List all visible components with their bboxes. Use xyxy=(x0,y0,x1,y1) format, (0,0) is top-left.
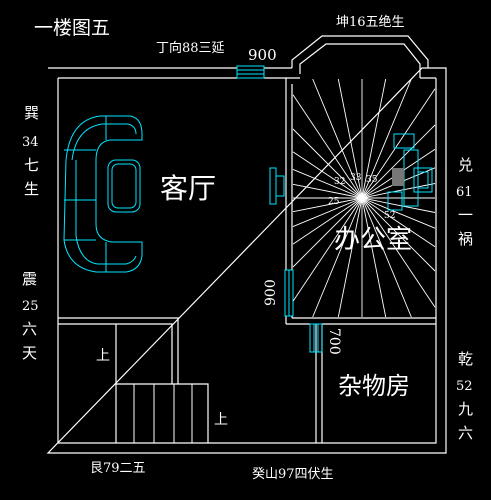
direction-right-upper: 兑 61 一 祸 xyxy=(456,156,473,248)
compass-ray xyxy=(361,197,436,213)
stair-up-label-right: 上 xyxy=(214,412,228,428)
svg-text:七: 七 xyxy=(24,156,39,174)
compass-ray xyxy=(361,78,387,199)
compass-number-33: 33 xyxy=(350,173,362,183)
compass-ray xyxy=(361,183,436,199)
svg-text:25: 25 xyxy=(22,299,39,314)
office-desk-icon xyxy=(387,133,433,211)
compass-number-32: 32 xyxy=(334,177,345,187)
compass-ray xyxy=(292,168,363,199)
svg-text:九: 九 xyxy=(458,400,473,418)
compass-ray xyxy=(292,151,363,199)
stair-treads xyxy=(133,384,193,443)
office-door xyxy=(284,269,294,317)
left-door-dimension: 900 xyxy=(263,279,279,306)
direction-bottom-left: 艮79二五 xyxy=(90,461,146,476)
svg-text:34: 34 xyxy=(22,135,39,150)
compass-ray xyxy=(361,197,436,272)
direction-top-left: 丁向88三延 xyxy=(156,40,225,56)
compass-ray xyxy=(312,197,363,318)
compass-rose xyxy=(292,78,436,318)
compass-number-52: 52 xyxy=(384,211,395,221)
outer-walls xyxy=(46,35,447,454)
svg-text:天: 天 xyxy=(22,344,37,362)
top-door-dimension: 900 xyxy=(248,46,277,64)
compass-number-35: 35 xyxy=(366,175,378,185)
compass-ray xyxy=(361,197,436,308)
compass-numbers: 32 33 35 25 52 xyxy=(328,173,395,221)
compass-ray xyxy=(292,197,363,213)
storage-door xyxy=(309,323,323,353)
direction-left-lower: 震 25 六 天 xyxy=(22,270,39,362)
compass-ray xyxy=(361,88,436,199)
compass-ray xyxy=(292,197,363,268)
compass-ray xyxy=(312,78,363,199)
compass-ray xyxy=(292,197,363,302)
compass-ray xyxy=(337,197,363,318)
compass-ray xyxy=(292,128,363,199)
compass-ray xyxy=(292,197,363,228)
direction-left-upper: 巽 34 七 生 xyxy=(22,104,39,198)
compass-ray xyxy=(361,78,412,199)
direction-top-right: 坤16五绝生 xyxy=(336,14,405,30)
svg-text:祸: 祸 xyxy=(458,230,473,248)
svg-text:六: 六 xyxy=(22,320,37,338)
compass-ray xyxy=(361,197,387,318)
compass-ray xyxy=(292,197,363,245)
svg-text:六: 六 xyxy=(458,424,473,442)
svg-text:乾: 乾 xyxy=(458,350,473,368)
svg-text:巽: 巽 xyxy=(24,104,39,122)
svg-text:61: 61 xyxy=(456,185,473,200)
room-storage-label: 杂物房 xyxy=(338,372,410,400)
svg-text:震: 震 xyxy=(22,270,37,288)
compass-ray xyxy=(361,197,412,318)
interior-walls xyxy=(58,84,436,443)
compass-ray xyxy=(337,78,363,199)
office-chair-icon xyxy=(392,168,404,186)
svg-text:兑: 兑 xyxy=(458,156,473,174)
svg-text:生: 生 xyxy=(24,180,39,198)
tv-cabinet-icon xyxy=(269,167,285,205)
compass-ray xyxy=(361,124,436,199)
sofa-icon xyxy=(63,115,143,273)
stair-up-label-left: 上 xyxy=(96,348,110,364)
svg-text:一: 一 xyxy=(458,206,473,224)
compass-ray xyxy=(292,94,363,199)
drawing-title: 一楼图五 xyxy=(34,17,110,39)
top-door xyxy=(236,65,265,79)
direction-bottom-center: 癸山97四伏生 xyxy=(252,467,334,482)
direction-right-lower: 乾 52 九 六 xyxy=(456,350,473,442)
storage-door-dimension: 700 xyxy=(326,328,342,355)
room-living-label: 客厅 xyxy=(160,172,216,205)
compass-ray xyxy=(361,197,436,229)
compass-ray xyxy=(292,183,363,199)
svg-text:52: 52 xyxy=(456,379,473,394)
compass-ray xyxy=(361,197,436,248)
compass-number-25: 25 xyxy=(328,197,340,207)
room-office-label: 办公室 xyxy=(334,225,412,255)
